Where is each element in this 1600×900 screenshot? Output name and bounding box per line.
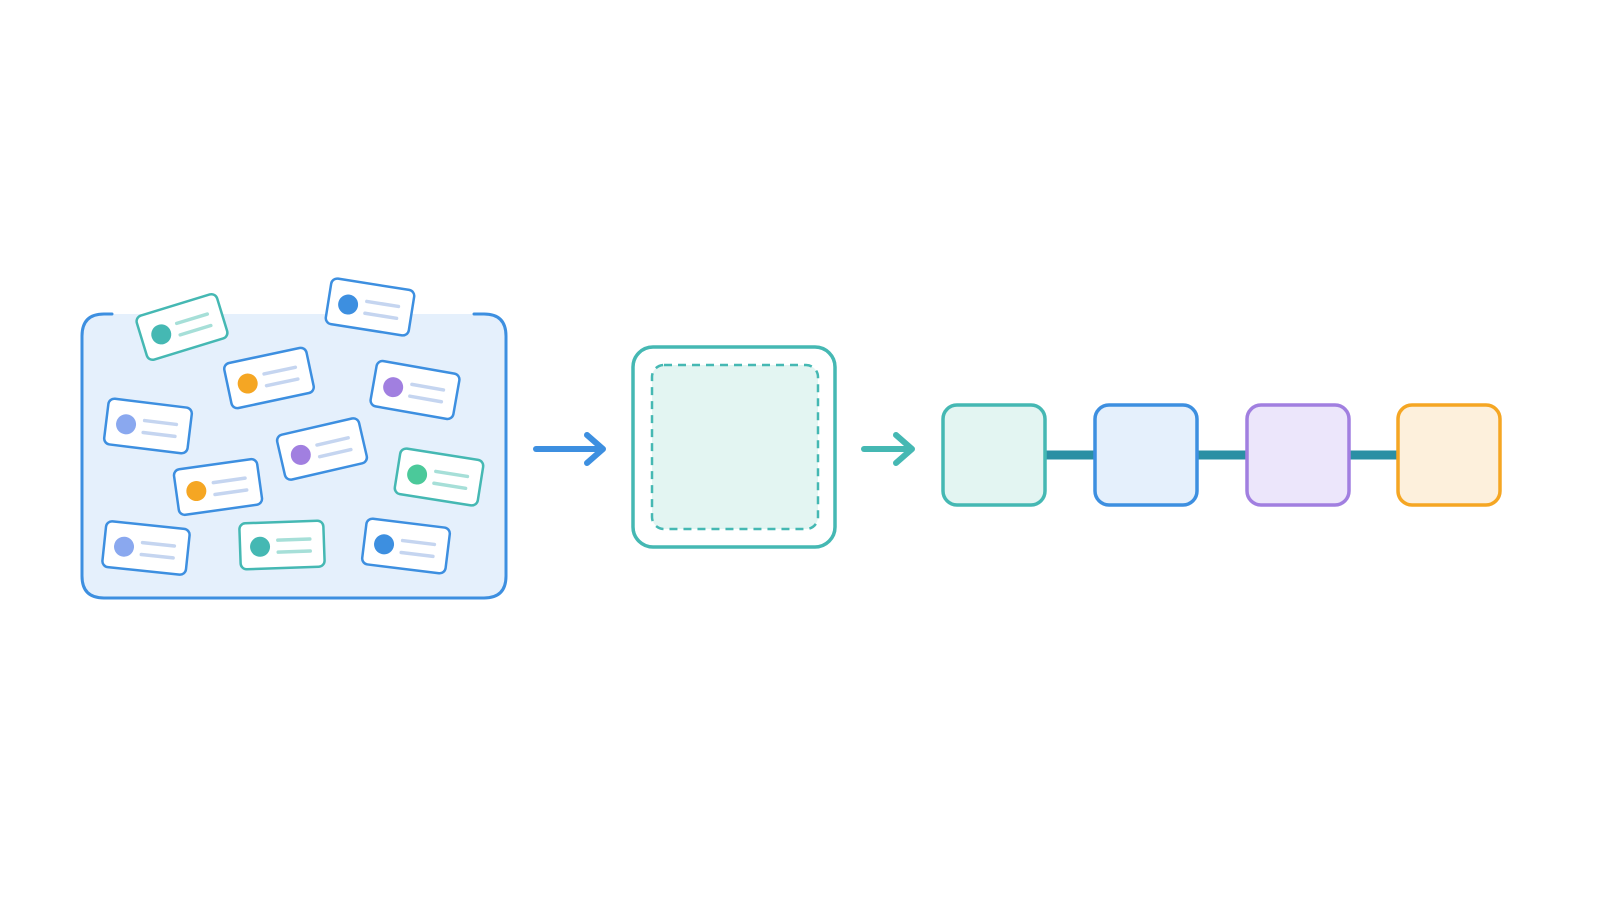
card-body <box>369 359 461 421</box>
card-line <box>365 299 401 309</box>
card-icon <box>135 292 229 362</box>
arrow-head <box>584 432 606 466</box>
card-dot <box>250 536 271 557</box>
card-line <box>139 552 175 560</box>
card-line <box>408 394 444 404</box>
arrow-head <box>893 432 915 466</box>
card-line <box>213 488 249 497</box>
card-dot <box>374 534 395 555</box>
card-line <box>142 418 179 427</box>
card-line <box>276 549 312 554</box>
card-dot <box>338 294 359 315</box>
card-line <box>141 430 177 439</box>
card-icon <box>101 520 191 576</box>
card-icon <box>238 519 326 571</box>
card-icon <box>324 277 416 337</box>
card-line <box>363 311 399 321</box>
card-line <box>264 377 300 388</box>
card-dot <box>114 536 135 557</box>
card-line <box>410 382 446 392</box>
card-body <box>238 519 326 571</box>
card-dot <box>290 444 311 465</box>
card-line <box>434 469 470 479</box>
card-line <box>262 365 298 376</box>
card-line <box>400 538 437 547</box>
container-icon <box>631 345 837 549</box>
unsorted-pool <box>80 277 508 600</box>
card-body <box>102 397 194 455</box>
card-icon <box>223 346 315 410</box>
card-icon <box>102 397 194 455</box>
card-dot <box>237 373 258 394</box>
container-inner-dashed <box>650 363 820 531</box>
card-line <box>140 540 177 548</box>
pool-box <box>80 312 508 600</box>
card-line <box>315 436 350 447</box>
cards-layer <box>101 277 485 576</box>
card-body <box>324 277 416 337</box>
card-dot <box>383 377 404 398</box>
card-line <box>211 476 247 485</box>
pipeline-node-icon <box>1093 403 1199 507</box>
pipeline-node-icon <box>941 403 1047 507</box>
card-body <box>101 520 191 576</box>
arrow-right-icon <box>861 432 915 466</box>
card-icon <box>360 517 452 575</box>
arrow-right-icon <box>533 432 606 466</box>
card-line <box>178 323 213 337</box>
card-icon <box>275 417 369 481</box>
ordered-pipeline <box>941 403 1502 507</box>
card-icon <box>369 359 461 421</box>
card-icon <box>393 447 485 507</box>
card-body <box>172 457 264 517</box>
card-line <box>432 481 468 491</box>
card-body <box>393 447 485 507</box>
card-body <box>360 517 452 575</box>
card-line <box>399 550 435 559</box>
card-line <box>276 537 312 542</box>
pipeline-node-icon <box>1396 403 1502 507</box>
card-line <box>317 447 353 459</box>
card-dot <box>151 324 172 345</box>
card-line <box>174 312 210 326</box>
pipeline-node-icon <box>1245 403 1351 507</box>
card-dot <box>116 414 137 435</box>
card-dot <box>186 481 207 502</box>
card-dot <box>407 464 428 485</box>
card-icon <box>172 457 264 517</box>
